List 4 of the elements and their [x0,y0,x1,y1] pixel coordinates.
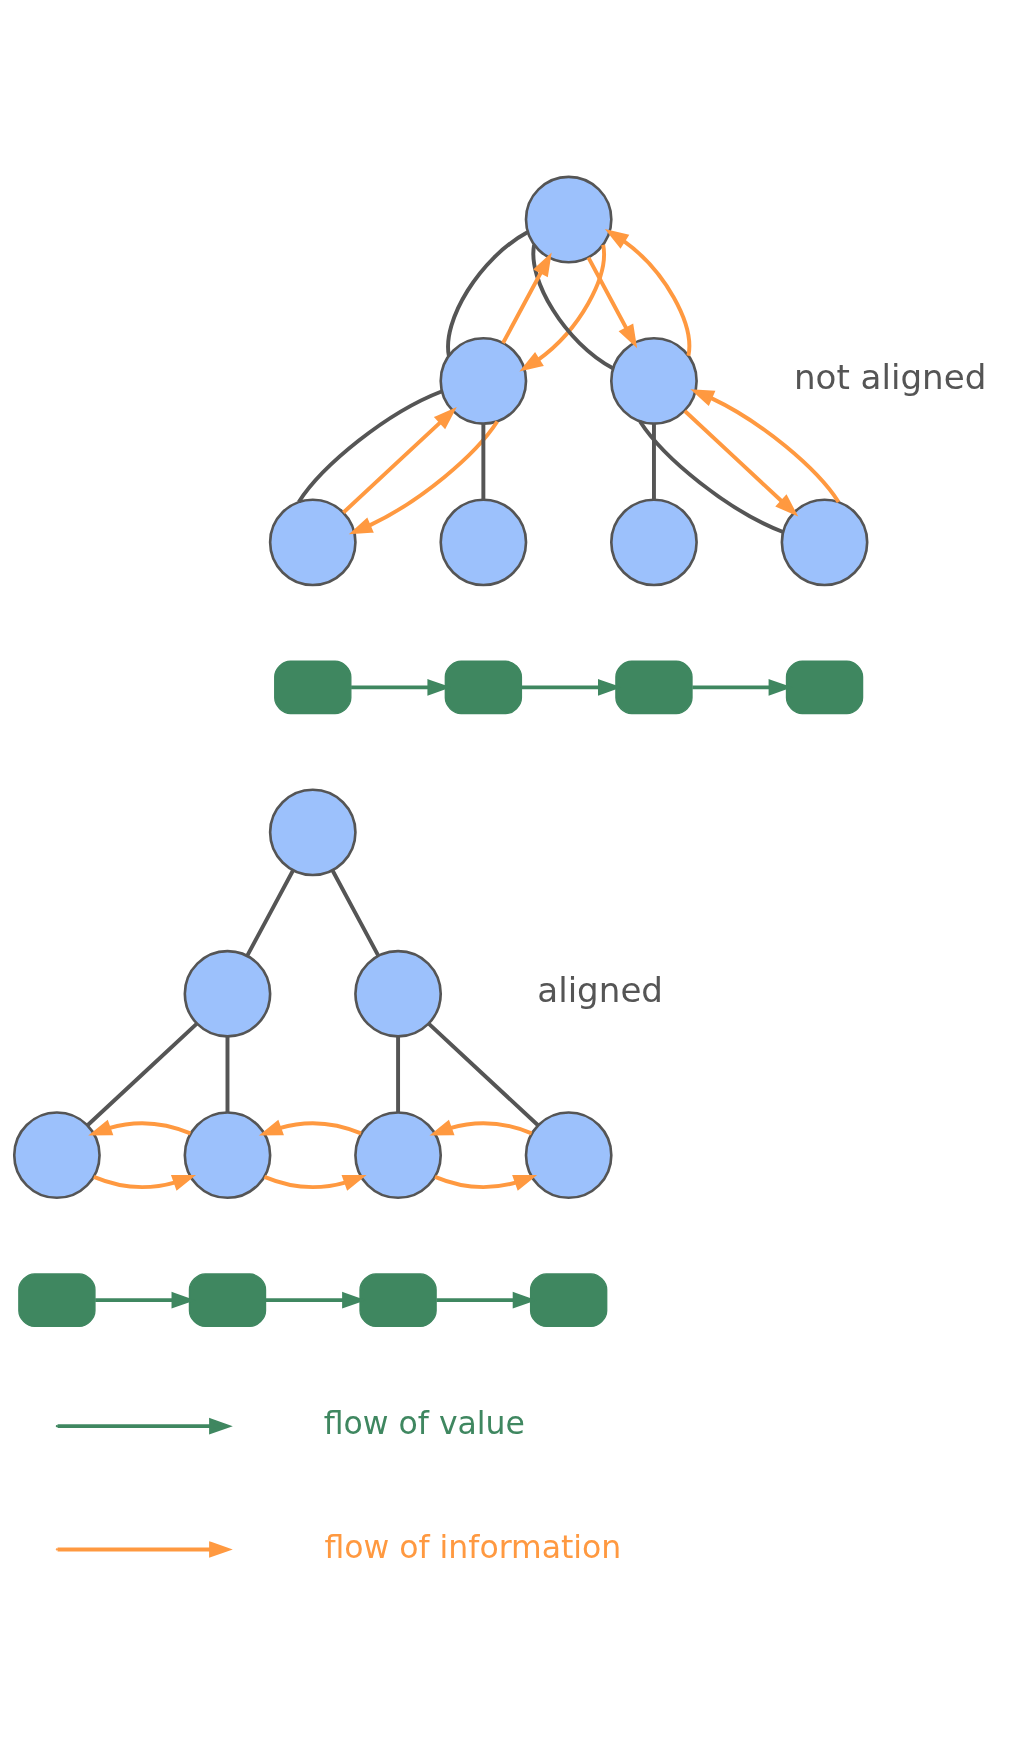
label: aligned [536,969,663,1010]
legend-label: flow of value [323,1404,525,1441]
label: not aligned [793,356,986,397]
legend-label: flow of information [323,1528,621,1565]
